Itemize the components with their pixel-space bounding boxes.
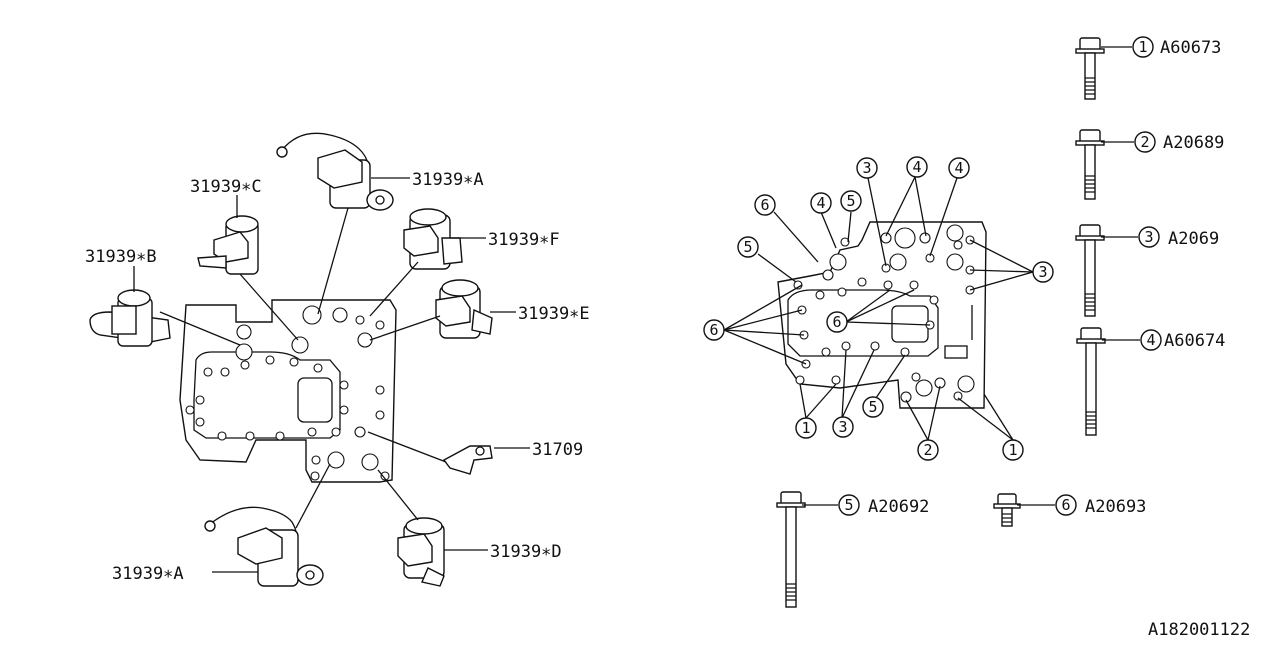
svg-text:1: 1 [1138, 38, 1147, 56]
svg-text:3: 3 [1038, 263, 1047, 281]
bolt-1-icon [1075, 37, 1105, 100]
bolt-6-icon [993, 493, 1021, 527]
callout-5-a: 5 [840, 190, 862, 212]
svg-text:4: 4 [954, 159, 963, 177]
bolt-2-icon [1075, 129, 1105, 200]
callout-1-b: 1 [1002, 439, 1024, 461]
callout-6-b: 6 [826, 311, 848, 333]
valve-body-holes-right [793, 224, 975, 403]
label-solenoid-d: 31939∗D [490, 542, 562, 562]
callout-3-a: 3 [856, 157, 878, 179]
svg-text:6: 6 [709, 321, 718, 339]
callout-4-a: 4 [810, 192, 832, 214]
svg-text:4: 4 [1146, 331, 1155, 349]
bolt-3-part-number: A2069 [1168, 229, 1219, 249]
bracket-31709-shape [442, 445, 493, 475]
label-solenoid-a-bottom: 31939∗A [112, 564, 184, 584]
callout-5-b: 5 [737, 236, 759, 258]
bolt-3-icon [1075, 224, 1105, 317]
valve-body-right [777, 221, 987, 409]
svg-text:4: 4 [816, 194, 825, 212]
callout-6-c: 6 [703, 319, 725, 341]
svg-text:5: 5 [743, 238, 752, 256]
label-bracket: 31709 [532, 440, 583, 460]
solenoid-b-shape [89, 289, 171, 347]
svg-text:2: 2 [923, 441, 932, 459]
svg-text:6: 6 [1061, 496, 1070, 514]
svg-text:5: 5 [844, 496, 853, 514]
callout-5-c: 5 [862, 396, 884, 418]
callout-3-b: 3 [1032, 261, 1054, 283]
bolt-1-callout: 1 [1132, 36, 1154, 58]
bolt-3-callout: 3 [1138, 226, 1160, 248]
svg-text:1: 1 [1008, 441, 1017, 459]
svg-text:5: 5 [846, 192, 855, 210]
callout-1-a: 1 [795, 417, 817, 439]
solenoid-a-bottom-shape [204, 506, 324, 587]
bolt-6-callout: 6 [1055, 494, 1077, 516]
bolt-4-icon [1076, 327, 1106, 436]
solenoid-d-shape [397, 517, 445, 587]
svg-text:3: 3 [862, 159, 871, 177]
svg-text:6: 6 [832, 313, 841, 331]
bolt-1-part-number: A60673 [1160, 38, 1221, 58]
label-solenoid-a-top: 31939∗A [412, 170, 484, 190]
svg-text:4: 4 [912, 158, 921, 176]
bolt-5-icon [776, 491, 806, 608]
svg-text:3: 3 [838, 418, 847, 436]
label-solenoid-e: 31939∗E [518, 304, 590, 324]
svg-text:1: 1 [801, 419, 810, 437]
label-solenoid-b: 31939∗B [85, 247, 157, 267]
svg-text:3: 3 [1144, 228, 1153, 246]
label-solenoid-c: 31939∗C [190, 177, 262, 197]
bolt-2-part-number: A20689 [1163, 133, 1224, 153]
svg-text:2: 2 [1140, 133, 1149, 151]
bolt-6-part-number: A20693 [1085, 497, 1146, 517]
solenoid-a-top-shape [276, 132, 394, 211]
svg-text:5: 5 [868, 398, 877, 416]
diagram-id: A182001122 [1148, 620, 1250, 640]
callout-leaders-right [723, 176, 1034, 441]
bolt-2-callout: 2 [1134, 131, 1156, 153]
callout-4-b: 4 [906, 156, 928, 178]
solenoid-e-shape [435, 279, 493, 339]
callout-6-a: 6 [754, 194, 776, 216]
callout-4-c: 4 [948, 157, 970, 179]
bolt-5-part-number: A20692 [868, 497, 929, 517]
callout-2-a: 2 [917, 439, 939, 461]
label-solenoid-f: 31939∗F [488, 230, 560, 250]
valve-body-left [179, 299, 397, 483]
bolt-4-callout: 4 [1140, 329, 1162, 351]
leaders-left [133, 177, 530, 573]
solenoid-c-shape [197, 215, 259, 275]
valve-body-holes-left [185, 305, 390, 481]
svg-text:6: 6 [760, 196, 769, 214]
solenoid-f-shape [403, 208, 463, 270]
bolt-4-part-number: A60674 [1164, 331, 1225, 351]
callout-3-c: 3 [832, 416, 854, 438]
bolt-5-callout: 5 [838, 494, 860, 516]
